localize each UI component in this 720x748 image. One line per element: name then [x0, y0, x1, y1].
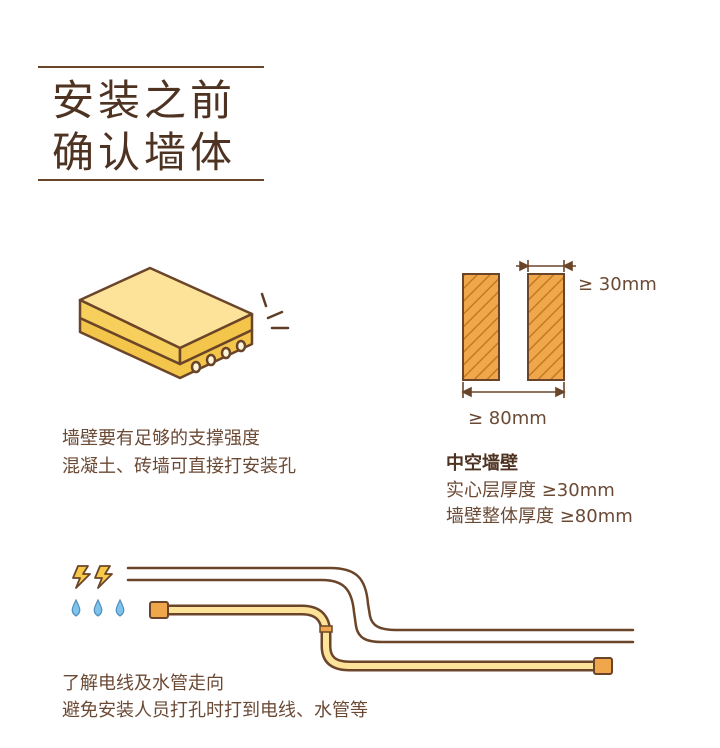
hollow-wall-diagram — [461, 260, 576, 398]
brick-caption-line2: 混凝土、砖墙可直接打安装孔 — [62, 456, 296, 477]
wall-spec-line2: 墙壁整体厚度 ≥80mm — [446, 506, 633, 527]
page-title-line2: 确认墙体 — [52, 128, 237, 177]
page-title-line1: 安装之前 — [52, 76, 237, 125]
title-top-rule — [38, 66, 264, 68]
water-drop-icon — [71, 598, 125, 617]
pipes-caption-line2: 避免安装人员打孔时打到电线、水管等 — [62, 700, 368, 721]
pipes-caption-line1: 了解电线及水管走向 — [62, 673, 224, 694]
wall-spec-line1: 实心层厚度 ≥30mm — [446, 480, 615, 501]
lightning-icon — [72, 565, 113, 589]
total-dimension-label: ≥ 80mm — [468, 408, 547, 429]
layer-dimension-label: ≥ 30mm — [578, 274, 657, 295]
hollow-brick-icon — [78, 266, 290, 380]
title-bottom-rule — [38, 179, 264, 181]
brick-caption-line1: 墙壁要有足够的支撑强度 — [62, 428, 260, 449]
wall-heading: 中空墙壁 — [446, 453, 518, 474]
